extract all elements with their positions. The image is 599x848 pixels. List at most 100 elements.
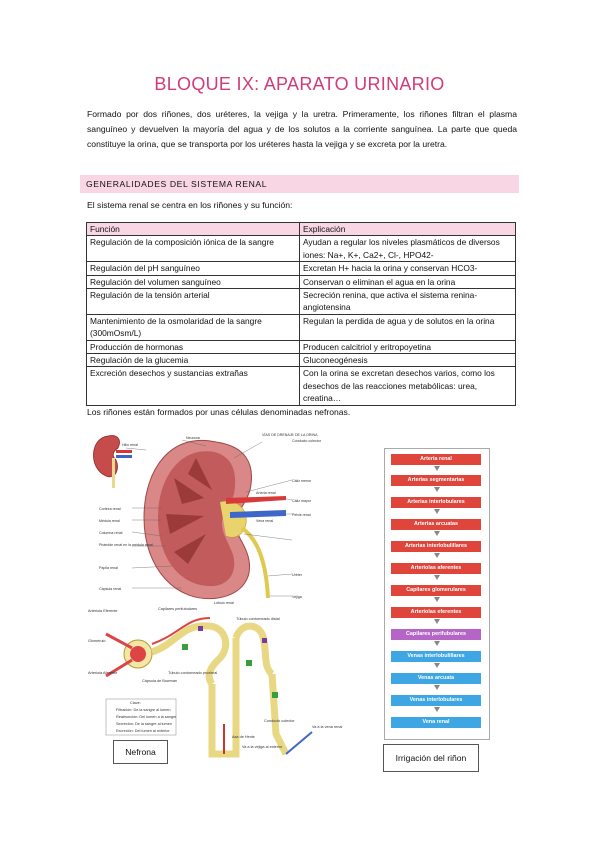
nephron-label-conducto: Conducto colector [264,719,295,723]
table-cell: Producen calcitriol y eritropoyetina [299,339,516,355]
flow-arrow [434,575,440,580]
table-cell: Regulan la perdida de agua y de solutos … [299,313,516,341]
table-cell: Excretan H+ hacia la orina y conservan H… [299,261,516,276]
after-table-text: Los riñones están formados por unas célu… [87,407,351,417]
table-header-row: Función Explicación [86,221,516,237]
flow-arrow [434,487,440,492]
nephron-label-capsula: Cápsula de Bowman [142,679,177,683]
flow-arrow [434,619,440,624]
kidney-label-papila: Papila renal [99,566,118,570]
kidney-label-conducto: Conducto colector [292,439,322,443]
table-cell: Ayudan a regular los niveles plasmáticos… [299,235,516,263]
table-cell: Producción de hormonas [86,339,300,355]
kidney-label-capsula: Cápsula renal [99,587,121,591]
table-cell: Regulación de la tensión arterial [86,288,300,315]
flow-arrow [434,466,440,471]
nephron-label-glomerulo: Glomérulo [88,639,106,643]
table-row: Mantenimiento de la osmolaridad de la sa… [86,313,516,341]
caption-irrigacion: Irrigación del riñon [383,744,479,772]
caption-nefrona: Nefrona [113,740,168,764]
nephron-figure: Arteriola Eferente Glomérulo Arteriola A… [88,607,342,758]
flow-box: Arteriolas aferentes [391,563,481,574]
kidney-label-caliz-menor: Cáliz menor [292,479,312,483]
table-cell: Regulación del volumen sanguíneo [86,274,300,290]
nephron-label-tubulo-proximal: Túbulo contorneado proximal [168,671,217,675]
table-cell: Conservan o eliminan el agua en la orina [299,274,516,290]
table-cell: Regulación de la glucemia [86,353,300,368]
flow-arrow [434,663,440,668]
kidney-label-corteza: Corteza renal [99,507,121,511]
nephron-legend-box [105,698,177,736]
nephron-legend-item: Filtración: De la sangre al lumen [116,708,170,712]
kidney-label-medula: Médula renal [99,519,120,523]
flow-arrow [434,641,440,646]
flow-box: Arteria renal [391,454,481,465]
irrigation-flowchart: Arteria renal Arterias segmentarias Arte… [384,448,490,740]
table-cell: Gluconeogénesis [299,353,516,368]
table-row: Excreción desechos y sustancias extrañas… [86,366,516,406]
kidney-label-caliz-mayor: Cáliz mayor [292,499,312,503]
page-title: BLOQUE IX: APARATO URINARIO [154,74,445,94]
small-kidney-illustration [93,435,132,488]
section-title: GENERALIDADES DEL SISTEMA RENAL [86,179,268,189]
nephron-legend-item: Reabsorción: Del lumen a la sangre [116,715,176,719]
flow-box: Arteriolas eferentes [391,607,481,618]
flow-arrow [434,707,440,712]
nephron-label-asa: Asa de Henle [232,735,255,739]
section-header: GENERALIDADES DEL SISTEMA RENAL [80,175,519,193]
table-cell: Mantenimiento de la osmolaridad de la sa… [86,313,300,341]
function-table: Función Explicación Regulación de la com… [86,221,516,406]
kidney-label-arteria: Arteria renal [256,491,276,495]
flow-box: Venas arcuata [391,673,481,684]
nephron-label-vena: Va a la vena renal [312,725,342,729]
table-cell: Regulación del pH sanguíneo [86,261,300,276]
flow-box: Capilares perifubulares [391,629,481,640]
large-kidney-section [143,439,286,600]
nephron-legend-item: Secreción: De la sangre al lumen [116,722,172,726]
flow-arrow [434,685,440,690]
flow-box: Arterias interlobulillares [391,541,481,552]
intro-paragraph: Formado por dos riñones, dos uréteres, l… [87,109,517,149]
flow-box: Arterias interlobulares [391,497,481,508]
flow-box: Venas interlobulillares [391,651,481,662]
kidney-label-vias: VÍAS DE DRENAJE DE LA ORINA [262,433,318,437]
nephron-label-arteriola-aferente: Arteriola Aferente [88,671,117,675]
kidney-label-nefrona: Neurona [186,436,200,440]
kidney-label-piramide: Pirámide renal en la médula renal [99,543,153,547]
lead-text: El sistema renal se centra en los riñone… [87,200,293,210]
nephron-illustration [105,617,313,758]
table-cell: Con la orina se excretan desechos varios… [299,366,516,406]
nephron-legend-title: Clave: [130,701,141,705]
nephron-legend-item: Excreción: Del lumen al exterior [116,729,170,733]
kidney-label-vejiga: Vejiga [292,595,302,599]
flow-box: Capilares glomerulares [391,585,481,596]
table-header-funcion: Función [86,221,300,237]
kidney-label-hilio: Hilio renal [122,443,138,447]
kidney-label-lobulo: Lóbulo renal [214,601,234,605]
nephron-label-tubulo-distal: Túbulo contorneado distal [236,617,280,621]
kidney-label-pelvis: Pelvis renal [292,513,311,517]
kidney-label-vena: Vena renal [256,519,273,523]
table-cell: Regulación de la composición iónica de l… [86,235,300,263]
flow-arrow [434,553,440,558]
table-row: Regulación de la composición iónica de l… [86,235,516,263]
flow-arrow [434,597,440,602]
kidney-anatomy-figure: Neurona Hilio renal Corteza renal Médula… [93,433,322,605]
nephron-label-capilares: Capilares peritubulares [158,607,197,611]
flow-arrow [434,509,440,514]
flow-box: Arterias arcuatas [391,519,481,530]
flow-box: Vena renal [391,717,481,728]
table-cell: Excreción desechos y sustancias extrañas [86,366,300,406]
table-header-explicacion: Explicación [299,221,516,237]
nephron-label-arteriola-eferente: Arteriola Eferente [88,609,118,613]
table-cell: Secreción renina, que activa el sistema … [299,288,516,315]
kidney-label-ureter: Uréter [292,573,303,577]
kidney-label-columna: Columna renal [99,531,123,535]
nephron-label-vejiga: Va a la vejiga al exterior [242,745,283,749]
flow-box: Arterias segmentarias [391,475,481,486]
